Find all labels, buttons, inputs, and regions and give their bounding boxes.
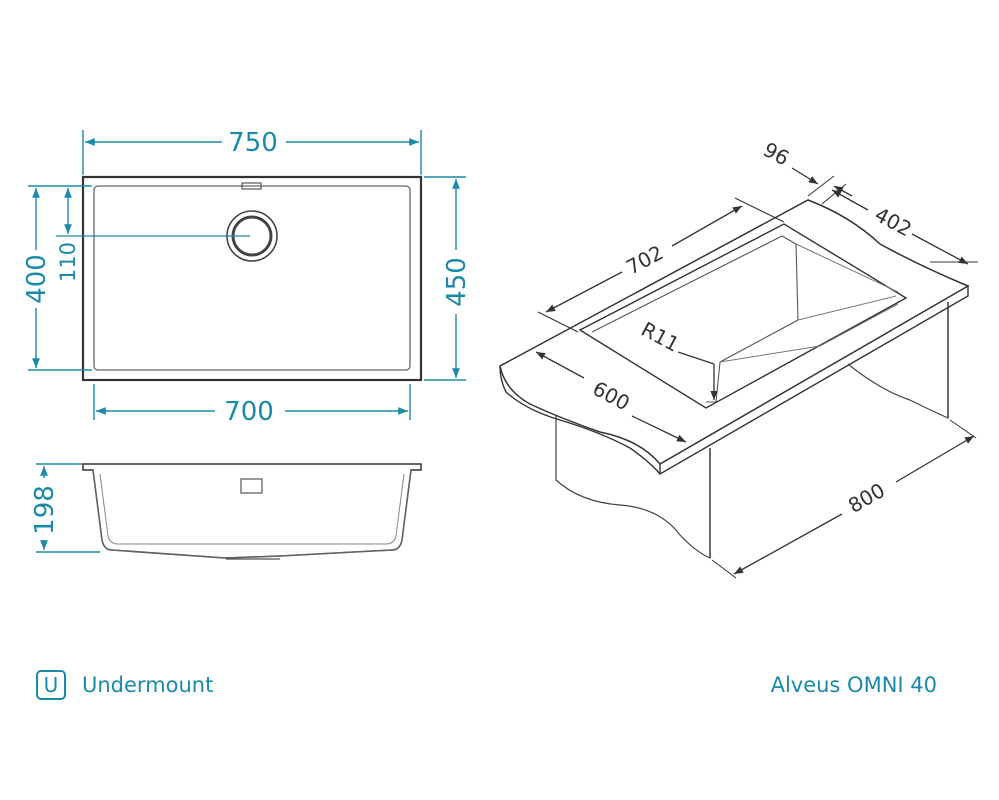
overflow-slot: [241, 182, 262, 190]
top-view: 750 700 450 400 110: [22, 128, 472, 427]
side-view: 198: [30, 463, 422, 560]
mount-type-label: Undermount: [82, 673, 214, 697]
cabinet-back-wall: [847, 302, 949, 419]
dim-label-depth: 198: [30, 485, 60, 535]
countertop-front-edge: [499, 286, 969, 475]
cabinet-front-wall: [555, 412, 711, 559]
dim-line-402: [831, 189, 869, 211]
sink-inner-outline: [93, 185, 411, 371]
dim-line-600: [535, 351, 585, 379]
model-name: Alveus OMNI 40: [770, 673, 937, 697]
sink-profile-inner: [92, 469, 412, 559]
sink-opening-rim: [578, 223, 908, 409]
side-overflow-slot: [240, 478, 263, 494]
iso-view: 702 96 402 R11 600 800: [499, 137, 978, 579]
undermount-icon: U: [36, 670, 66, 700]
dim-label-outer-depth: 450: [442, 257, 472, 307]
dim-line-96: [791, 167, 819, 185]
dim-label-cabinet-width: 800: [844, 478, 889, 518]
dim-label-rim: 96: [759, 137, 793, 170]
dim-line-800: [733, 513, 843, 575]
dim-line-702: [545, 271, 623, 313]
dim-label-length: 702: [622, 240, 667, 279]
countertop-top-surface: [499, 199, 970, 465]
dim-label-outer-width: 750: [228, 128, 278, 158]
sink-outer-outline: [81, 175, 423, 382]
dim-label-inner-depth: 400: [22, 254, 52, 304]
dim-label-drain-offset: 110: [56, 242, 80, 282]
dim-label-width: 402: [871, 202, 916, 241]
radius-leader: [677, 351, 715, 365]
dim-label-inner-width: 700: [224, 397, 274, 427]
